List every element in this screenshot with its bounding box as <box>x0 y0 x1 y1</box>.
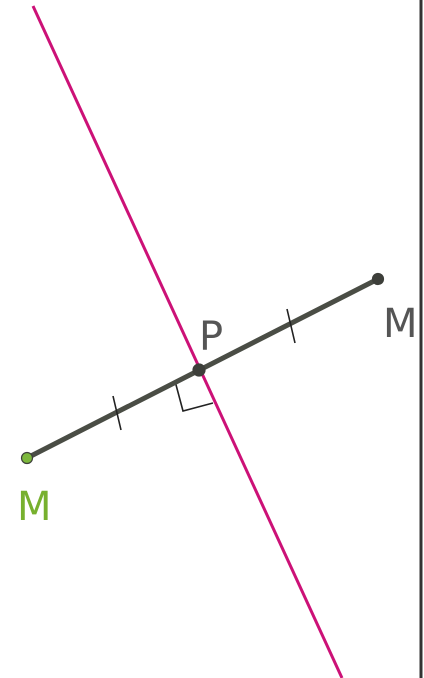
label-m-left: M <box>17 484 52 530</box>
point-m-right[interactable] <box>371 272 385 286</box>
right-angle-marker <box>174 380 214 412</box>
equal-length-tick-left <box>112 395 122 431</box>
label-m-right: M <box>383 301 418 347</box>
equal-length-tick-right <box>286 308 296 344</box>
perpendicular-bisector-line[interactable] <box>31 5 344 678</box>
point-p-midpoint[interactable] <box>192 363 206 377</box>
point-m-left[interactable] <box>20 451 34 465</box>
label-p: P <box>199 314 223 360</box>
